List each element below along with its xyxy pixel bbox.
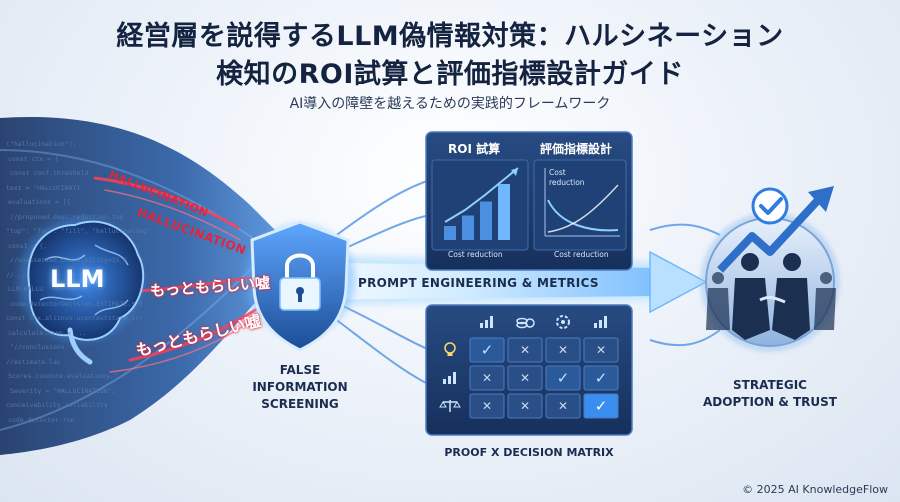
code-line: code.detectorDecision.ESTIMATE.* { bbox=[10, 299, 144, 308]
matrix-cell bbox=[507, 393, 543, 419]
main-arrow-beam bbox=[285, 262, 655, 300]
matrix-cell bbox=[507, 337, 543, 363]
cross-mark: ✕ bbox=[519, 371, 531, 385]
metric-inner-label-line-1: Cost bbox=[549, 168, 566, 177]
trend-up-arrow-icon bbox=[717, 186, 834, 273]
roi-bar-group bbox=[444, 184, 510, 240]
code-line: const ctx.aliinus.ucontextstate.str bbox=[6, 314, 143, 322]
main-arrow-head bbox=[649, 250, 708, 314]
page-title-line-2: 検知のROI試算と評価指標設計ガイド bbox=[216, 59, 684, 90]
matrix-header-icons bbox=[480, 315, 607, 329]
cross-mark: ✕ bbox=[519, 343, 531, 357]
code-line: //proposed.desc.reduction.top bbox=[10, 212, 124, 221]
cross-mark: ✕ bbox=[557, 343, 569, 357]
bar-chart-icon bbox=[594, 316, 607, 328]
scales-icon bbox=[439, 400, 461, 412]
metric-chart-frame bbox=[533, 159, 627, 251]
cross-mark: ✕ bbox=[481, 399, 493, 413]
matrix-cell bbox=[583, 393, 619, 419]
metric-inner-label-line-2: reduction bbox=[549, 178, 585, 187]
benefit-curve bbox=[547, 184, 619, 233]
roi-bar bbox=[462, 215, 474, 240]
code-line: Severity = "HALLUCINATION", bbox=[10, 386, 116, 395]
check-mark: ✓ bbox=[480, 341, 494, 359]
roi-bar bbox=[480, 201, 492, 240]
code-line: //estimate.lac bbox=[6, 357, 61, 366]
code-line: evaluations = [{ bbox=[8, 198, 71, 206]
code-line: LLM-HALLU bbox=[8, 285, 44, 293]
matrix-cell bbox=[469, 393, 505, 419]
code-line: //unassessed.plausibility=15_s bbox=[10, 256, 128, 264]
matrix-row-icons bbox=[439, 342, 461, 412]
metric-curve-chart bbox=[544, 168, 620, 237]
check-mark: ✓ bbox=[556, 369, 570, 387]
cost-curve bbox=[547, 199, 619, 232]
bar-chart-icon bbox=[443, 372, 456, 384]
roi-chart-caption: Cost reduction bbox=[448, 250, 503, 259]
matrix-cell-group bbox=[469, 337, 619, 419]
result-caption: STRATEGIC ADOPTION & TRUST bbox=[700, 377, 840, 411]
roi-trend-arrowhead bbox=[511, 168, 518, 176]
code-line: Scores.cunonce.evaluations." bbox=[8, 372, 118, 380]
page-title-line-1: 経営層を説得するLLM偽情報対策：ハルシネーション bbox=[116, 21, 784, 52]
shield-caption-line-1: FALSE bbox=[279, 363, 321, 377]
lightbulb-icon bbox=[444, 342, 456, 356]
matrix-cell bbox=[545, 393, 581, 419]
matrix-cell bbox=[545, 365, 581, 391]
padlock-icon bbox=[279, 253, 321, 311]
check-mark: ✓ bbox=[594, 397, 608, 415]
code-line: calculate.harm = ... bbox=[8, 328, 87, 337]
code-line: text = "HALLUCINATI bbox=[6, 183, 81, 192]
bar-chart-icon bbox=[480, 316, 493, 328]
cross-mark: ✕ bbox=[557, 399, 569, 413]
copyright-notice: © 2025 AI KnowledgeFlow bbox=[742, 483, 888, 496]
metric-heading: 評価指標設計 bbox=[540, 142, 613, 156]
code-line: ("hallucination"), bbox=[6, 140, 77, 148]
shield-caption: FALSE INFORMATION SCREENING bbox=[240, 362, 360, 413]
code-line: "//conclusions." bbox=[10, 343, 73, 351]
matrix-cell bbox=[469, 337, 505, 363]
gear-chart-icon bbox=[556, 315, 570, 329]
matrix-cell bbox=[583, 365, 619, 391]
metric-chart-caption: Cost reduction bbox=[554, 250, 609, 259]
check-mark: ✓ bbox=[594, 369, 608, 387]
cross-mark: ✕ bbox=[595, 343, 607, 357]
cross-mark: ✕ bbox=[519, 399, 531, 413]
roi-bar bbox=[498, 184, 510, 240]
metric-inner-label: Cost reduction bbox=[549, 168, 585, 188]
arrow-label: PROMPT ENGINEERING & METRICS bbox=[358, 276, 599, 290]
code-line: code.detector.run bbox=[8, 415, 75, 424]
matrix-cell bbox=[583, 337, 619, 363]
shield-caption-line-2: INFORMATION bbox=[252, 380, 348, 394]
code-line: const = {. bbox=[8, 241, 48, 250]
roi-heading: ROI 試算 bbox=[448, 142, 501, 156]
result-caption-line-2: ADOPTION & TRUST bbox=[703, 395, 837, 409]
page-subtitle: AI導入の障壁を越えるための実践的フレームワーク bbox=[289, 96, 611, 112]
code-line: conceivability.reliability bbox=[6, 401, 108, 409]
roi-trend-line bbox=[444, 167, 519, 223]
code-line: "top": "for": "fill", "hallucinating" bbox=[6, 227, 151, 235]
code-line: const ctx = { bbox=[8, 154, 59, 163]
handshake-people-icon bbox=[706, 253, 836, 340]
shield-caption-line-3: SCREENING bbox=[261, 397, 339, 411]
cross-mark: ✕ bbox=[481, 371, 493, 385]
matrix-caption: PROOF X DECISION MATRIX bbox=[444, 446, 614, 459]
code-line: const conf.threshold bbox=[10, 169, 89, 177]
code-line: //... bbox=[6, 270, 26, 279]
matrix-cell bbox=[469, 365, 505, 391]
brain-label: LLM bbox=[50, 265, 105, 293]
result-caption-line-1: STRATEGIC bbox=[733, 378, 807, 392]
matrix-cell bbox=[545, 337, 581, 363]
coins-icon bbox=[516, 317, 535, 329]
brain-icon bbox=[27, 220, 145, 365]
checkmark-badge-icon bbox=[751, 187, 789, 225]
roi-bar bbox=[444, 226, 456, 240]
matrix-cell bbox=[507, 365, 543, 391]
left-data-stream bbox=[0, 116, 300, 455]
